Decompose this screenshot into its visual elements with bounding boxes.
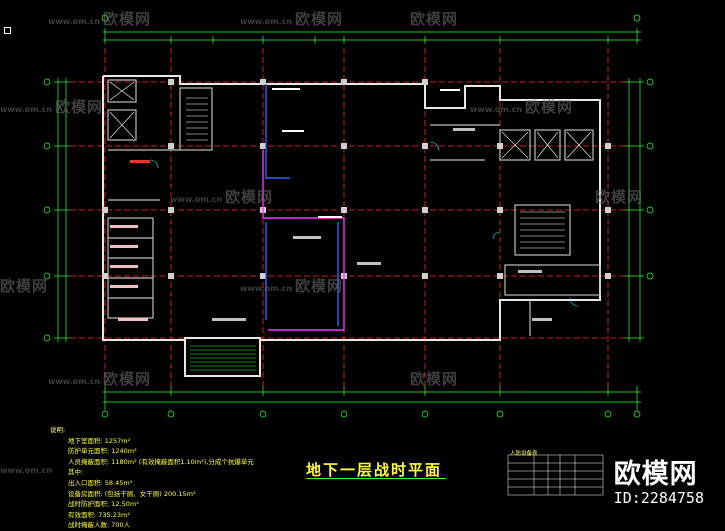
axis-bubbles	[43, 14, 654, 418]
top-dimension-lines	[103, 28, 641, 44]
watermark: 欧模网	[410, 368, 458, 389]
structural-columns	[102, 79, 611, 279]
equipment-table-header: 人防设备表	[510, 451, 538, 457]
drawing-title: 地下一层战时平面	[306, 461, 443, 479]
watermark-text: 欧模网	[295, 10, 344, 28]
room-label-bars	[272, 88, 460, 218]
notes-heading: 说明:	[50, 426, 66, 434]
note-line: 战时防护面积: 12.50m²	[68, 500, 139, 509]
design-notes: 说明: 地下室面积: 1257m² 防护单元面积: 1240m² 人员掩蔽面积:…	[50, 425, 254, 531]
structural-grid	[70, 48, 625, 386]
watermark-url: www.om.cn	[0, 466, 53, 475]
side-dimension-lines	[54, 78, 644, 342]
watermark-url: www.om.cn	[48, 377, 101, 386]
entrance-ramp-stairs	[190, 345, 256, 371]
exterior-walls	[102, 75, 601, 377]
watermark-url: www.om.cn	[240, 17, 293, 26]
watermark-url: www.om.cn	[0, 105, 53, 114]
note-line: 其中:	[68, 468, 84, 477]
note-line: 战时掩蔽人数: 700人	[68, 521, 131, 530]
watermark-text: 欧模网	[55, 98, 104, 116]
watermark-url: www.om.cn	[470, 105, 523, 114]
room-labels	[110, 128, 552, 321]
watermark-text: 欧模网	[410, 10, 459, 28]
equipment-table	[507, 454, 604, 496]
watermark-text: 欧模网	[103, 370, 152, 388]
note-line: 有效面积: 735.23m²	[68, 510, 130, 519]
title-underline	[306, 478, 446, 479]
watermark-text: 欧模网	[0, 277, 49, 295]
brand-id: ID:2284758	[613, 489, 704, 507]
watermark-text: 欧模网	[410, 370, 459, 388]
watermark: 欧模网	[595, 186, 643, 207]
note-line: 地下室面积: 1257m²	[68, 436, 131, 445]
watermark-url: www.om.cn	[240, 284, 293, 293]
watermark: 欧模网	[0, 275, 48, 296]
note-line: 出入口面积: 58.45m²	[68, 478, 133, 487]
interior-walls	[107, 79, 601, 336]
protective-unit-lines	[262, 84, 345, 331]
watermark-text: 欧模网	[103, 10, 152, 28]
watermark-url: www.om.cn	[170, 195, 223, 204]
elevator-shafts	[109, 81, 592, 159]
watermark-text: 欧模网	[295, 277, 344, 295]
watermark: www.om.cn	[0, 458, 55, 477]
watermark: 欧模网	[410, 8, 458, 29]
watermark-text: 欧模网	[525, 98, 574, 116]
door-swings	[149, 141, 579, 307]
note-line: 设备房面积: (包括干厕、女干厕) 200.15m²	[68, 489, 196, 498]
corner-marker	[4, 27, 11, 34]
note-line: 人员掩蔽面积: 1180m² (有效掩蔽面积1.10m²),分成个抗爆单元	[68, 457, 254, 466]
stair-hatch	[186, 97, 565, 249]
brand-watermark: 欧模网 ID:2284758	[614, 452, 704, 507]
watermark-text: 欧模网	[595, 188, 644, 206]
watermark-url: www.om.cn	[48, 17, 101, 26]
note-line: 防护单元面积: 1240m²	[68, 447, 137, 456]
brand-logo: 欧模网	[613, 459, 698, 490]
watermark-text: 欧模网	[225, 188, 274, 206]
bottom-dimension-lines	[103, 386, 641, 410]
